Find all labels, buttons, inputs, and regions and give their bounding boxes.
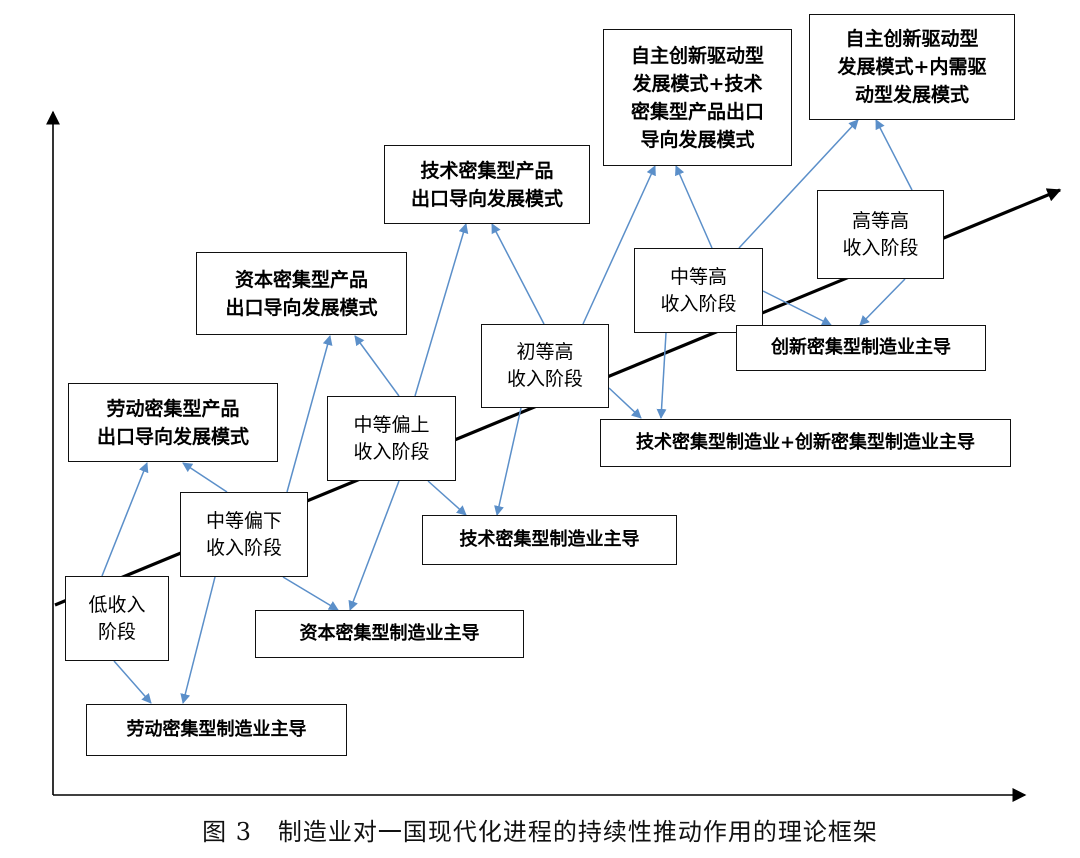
industry-tech-innovation-dominant: 技术密集型制造业+创新密集型制造业主导 xyxy=(600,419,1011,467)
mode-tech-export: 技术密集型产品 出口导向发展模式 xyxy=(384,145,590,224)
stage-initial-high-income: 初等高 收入阶段 xyxy=(481,324,609,408)
arrow-low-to-labor-industry xyxy=(113,660,152,704)
mode-labor-export: 劳动密集型产品 出口导向发展模式 xyxy=(68,383,278,462)
industry-capital-dominant: 资本密集型制造业主导 xyxy=(255,610,524,658)
arrow-low-to-labor-mode xyxy=(101,462,149,577)
arrow-upper-middle-to-tech-mode xyxy=(414,223,469,397)
arrow-initial-high-to-innovation-tech-mode xyxy=(582,165,656,325)
arrow-middle-high-to-innovation-industry xyxy=(762,290,832,326)
arrow-middle-high-to-tech-innovation-industry xyxy=(656,332,667,419)
arrow-upper-middle-to-capital-mode xyxy=(354,335,400,397)
arrow-middle-high-to-innovation-domestic-mode xyxy=(738,119,859,249)
stage-lower-middle-income: 中等偏下 收入阶段 xyxy=(180,492,308,577)
stage-middle-high-income: 中等高 收入阶段 xyxy=(634,248,763,333)
arrow-high-high-to-innovation-industry xyxy=(859,278,906,326)
arrow-upper-middle-to-tech-industry xyxy=(427,480,467,516)
stage-upper-middle-income: 中等偏上 收入阶段 xyxy=(327,396,456,481)
arrow-initial-high-to-tech-mode xyxy=(491,223,545,325)
arrow-upper-middle-to-capital-industry xyxy=(348,480,400,611)
industry-tech-dominant: 技术密集型制造业主导 xyxy=(422,515,677,565)
arrow-lower-middle-to-labor-mode xyxy=(182,462,228,493)
arrow-lower-middle-to-capital-mode xyxy=(286,335,333,493)
mode-capital-export: 资本密集型产品 出口导向发展模式 xyxy=(196,252,407,335)
arrow-initial-high-to-tech-innovation-industry xyxy=(608,387,642,419)
industry-innovation-dominant: 创新密集型制造业主导 xyxy=(736,325,986,371)
mode-innovation-domestic: 自主创新驱动型 发展模式+内需驱 动型发展模式 xyxy=(809,14,1015,120)
mode-innovation-tech-export: 自主创新驱动型 发展模式+技术 密集型产品出口 导向发展模式 xyxy=(603,29,792,166)
arrow-high-high-to-innovation-domestic-mode xyxy=(875,119,913,191)
arrow-middle-high-to-innovation-tech-mode xyxy=(675,165,713,249)
figure-caption: 图 3 制造业对一国现代化进程的持续性推动作用的理论框架 xyxy=(202,818,878,846)
arrow-lower-middle-to-capital-industry xyxy=(282,576,339,611)
stage-low-income: 低收入 阶段 xyxy=(65,576,169,661)
stage-high-high-income: 高等高 收入阶段 xyxy=(817,190,944,279)
arrow-initial-high-to-tech-industry xyxy=(494,407,522,516)
arrow-lower-middle-to-labor-industry xyxy=(180,576,216,704)
industry-labor-dominant: 劳动密集型制造业主导 xyxy=(86,704,347,756)
